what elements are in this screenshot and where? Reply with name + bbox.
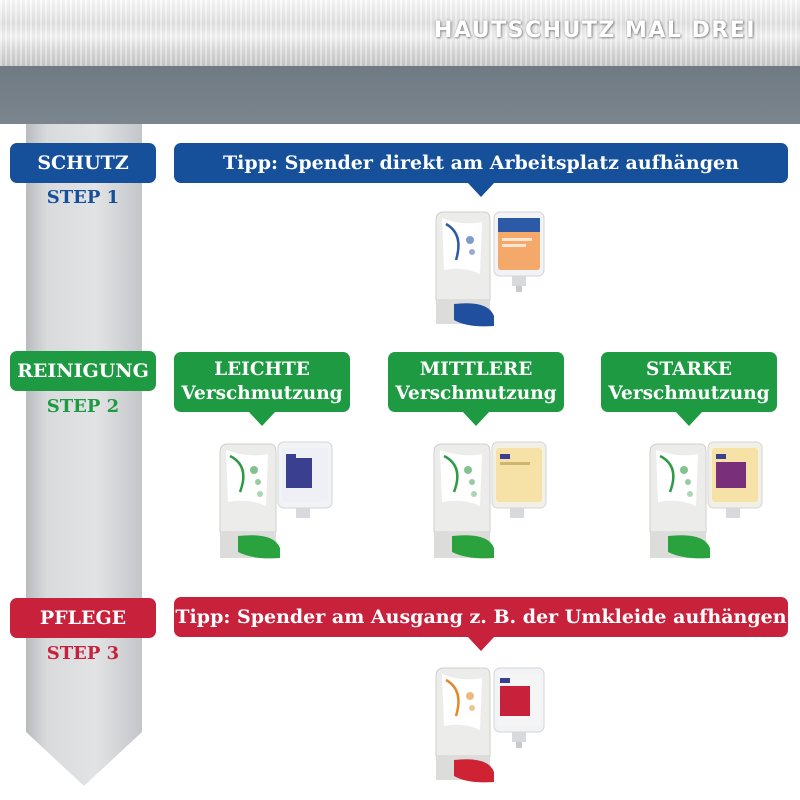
soiling-word: Verschmutzung [608, 383, 770, 404]
bubble-pointer [462, 411, 490, 426]
process-arrow [26, 124, 142, 786]
step-number-2: STEP 2 [46, 396, 120, 417]
banner-pointer [467, 636, 495, 651]
dispenser-green-icon [214, 436, 334, 561]
page-title: HAUTSCHUTZ MAL DREI [433, 18, 756, 43]
dispenser-red-icon [428, 660, 548, 785]
dispenser-green-icon [644, 436, 764, 561]
soiling-word: Verschmutzung [181, 383, 343, 404]
soiling-level-label: MITTLERE [419, 359, 533, 380]
soiling-bubble-mittel: MITTLERE Verschmutzung [388, 352, 564, 426]
tip-text-schutz: Tipp: Spender direkt am Arbeitsplatz auf… [223, 152, 739, 174]
soiling-bubble-leicht: LEICHTE Verschmutzung [174, 352, 350, 426]
step-number-1: STEP 1 [46, 187, 120, 208]
banner-pointer [467, 182, 495, 197]
dispenser-green-icon [428, 436, 548, 561]
soiling-word: Verschmutzung [395, 383, 557, 404]
soiling-level-label: LEICHTE [214, 359, 310, 380]
header-metal-strip [0, 0, 800, 66]
step-tag-schutz: SCHUTZ [10, 143, 156, 183]
soiling-bubble-stark: STARKE Verschmutzung [601, 352, 777, 426]
bubble-pointer [675, 411, 703, 426]
bubble-pointer [248, 411, 276, 426]
dispenser-blue-icon [428, 204, 548, 329]
soiling-level-label: STARKE [645, 359, 733, 380]
step-tag-pflege: PFLEGE [10, 598, 156, 638]
step-tag-reinigung: REINIGUNG [10, 351, 156, 391]
tip-text-pflege: Tipp: Spender am Ausgang z. B. der Umkle… [175, 606, 787, 628]
tip-banner-pflege: Tipp: Spender am Ausgang z. B. der Umkle… [174, 597, 788, 651]
tip-banner-schutz: Tipp: Spender direkt am Arbeitsplatz auf… [174, 143, 788, 197]
step-number-3: STEP 3 [46, 643, 120, 664]
header-band [0, 66, 800, 124]
